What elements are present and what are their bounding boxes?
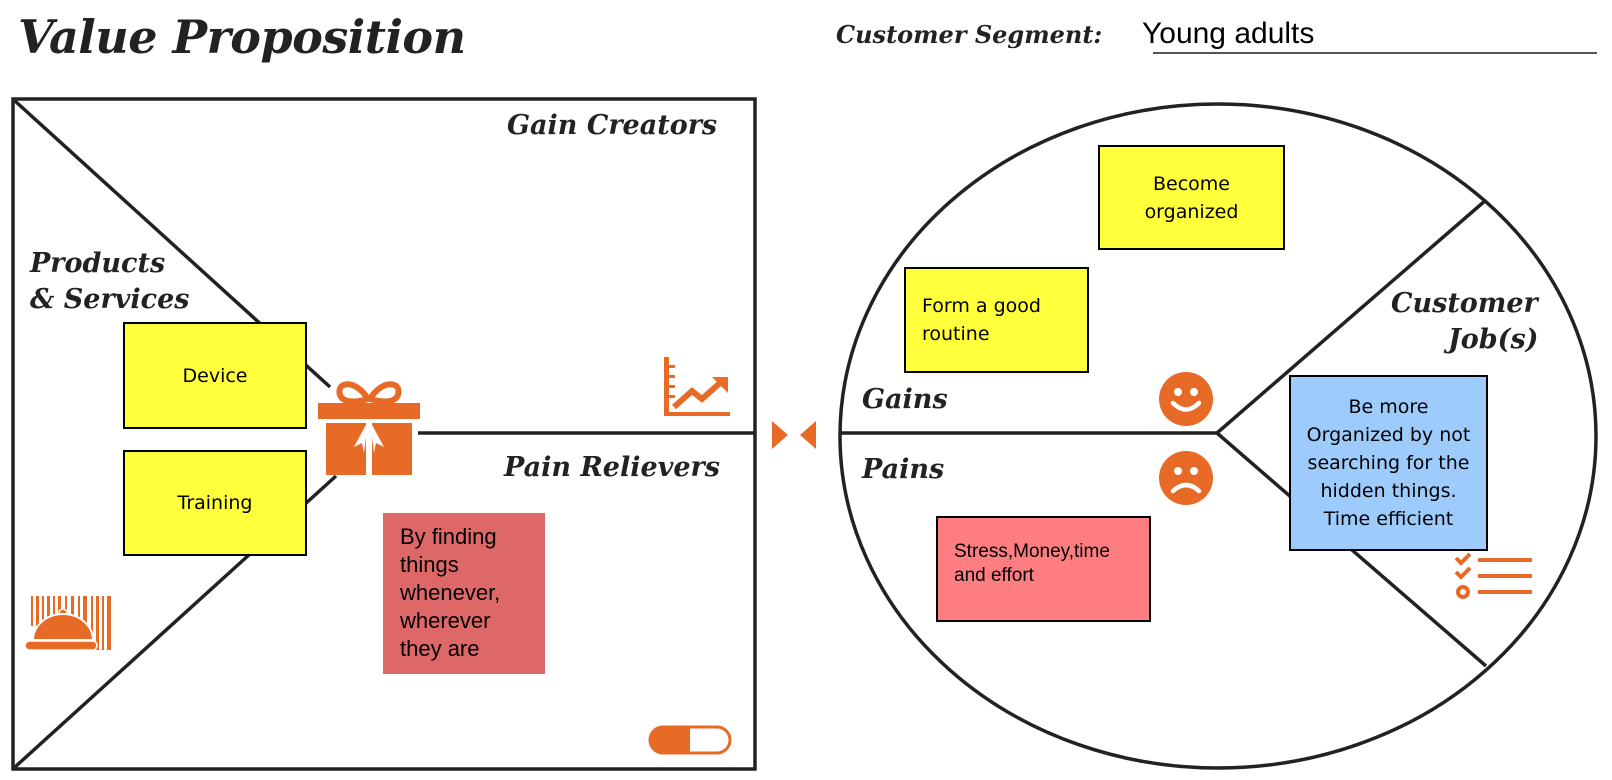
sticky-note-pain[interactable]: Stress,Money,time and effort [936, 516, 1151, 622]
sad-face-icon [1159, 451, 1213, 505]
sticky-note-text: Become organized [1144, 172, 1239, 223]
sticky-note-text: Device [182, 364, 248, 387]
fit-arrows-icon [772, 421, 816, 449]
sticky-note-customer-job[interactable]: Be more Organized by not searching for t… [1289, 375, 1488, 551]
customer-segment-label: Customer Segment: [836, 20, 1103, 49]
sticky-note-product[interactable]: Training [123, 450, 307, 556]
section-label-customer-jobs-line1: Customer [1391, 288, 1538, 319]
sticky-note-text: Form a good routine [922, 295, 1041, 345]
checklist-icon [1454, 552, 1532, 599]
section-label-pain-relievers: Pain Relievers [504, 452, 720, 483]
sticky-note-gain[interactable]: Form a good routine [904, 267, 1089, 373]
section-label-gains: Gains [862, 384, 948, 415]
sticky-note-text: By finding things whenever, wherever the… [400, 524, 501, 661]
section-label-products-services-line1: Products [30, 248, 166, 279]
customer-profile-circle [838, 102, 1598, 770]
sticky-note-text: Training [177, 492, 253, 514]
sticky-note-text: Be more Organized by not searching for t… [1306, 396, 1471, 530]
pill-icon [648, 725, 732, 755]
growth-chart-icon [664, 357, 730, 416]
section-label-customer-jobs-line2: Job(s) [1448, 324, 1539, 355]
gift-icon [318, 381, 420, 475]
customer-profile-upper-spoke [1215, 198, 1488, 435]
section-label-gain-creators: Gain Creators [507, 110, 718, 141]
customer-segment-input[interactable]: Young adults [1142, 17, 1315, 50]
smiley-face-icon [1159, 372, 1213, 426]
sticky-note-text: Stress,Money,time and effort [954, 541, 1110, 586]
section-label-products-services-line2: & Services [30, 284, 190, 315]
customer-segment-underline [1153, 52, 1597, 54]
page-title: Value Proposition [18, 10, 466, 64]
section-label-pains: Pains [862, 454, 945, 485]
service-cloche-icon [25, 596, 111, 651]
sticky-note-gain[interactable]: Become organized [1098, 145, 1285, 250]
sticky-note-pain-reliever[interactable]: By finding things whenever, wherever the… [383, 513, 545, 674]
sticky-note-product[interactable]: Device [123, 322, 307, 429]
